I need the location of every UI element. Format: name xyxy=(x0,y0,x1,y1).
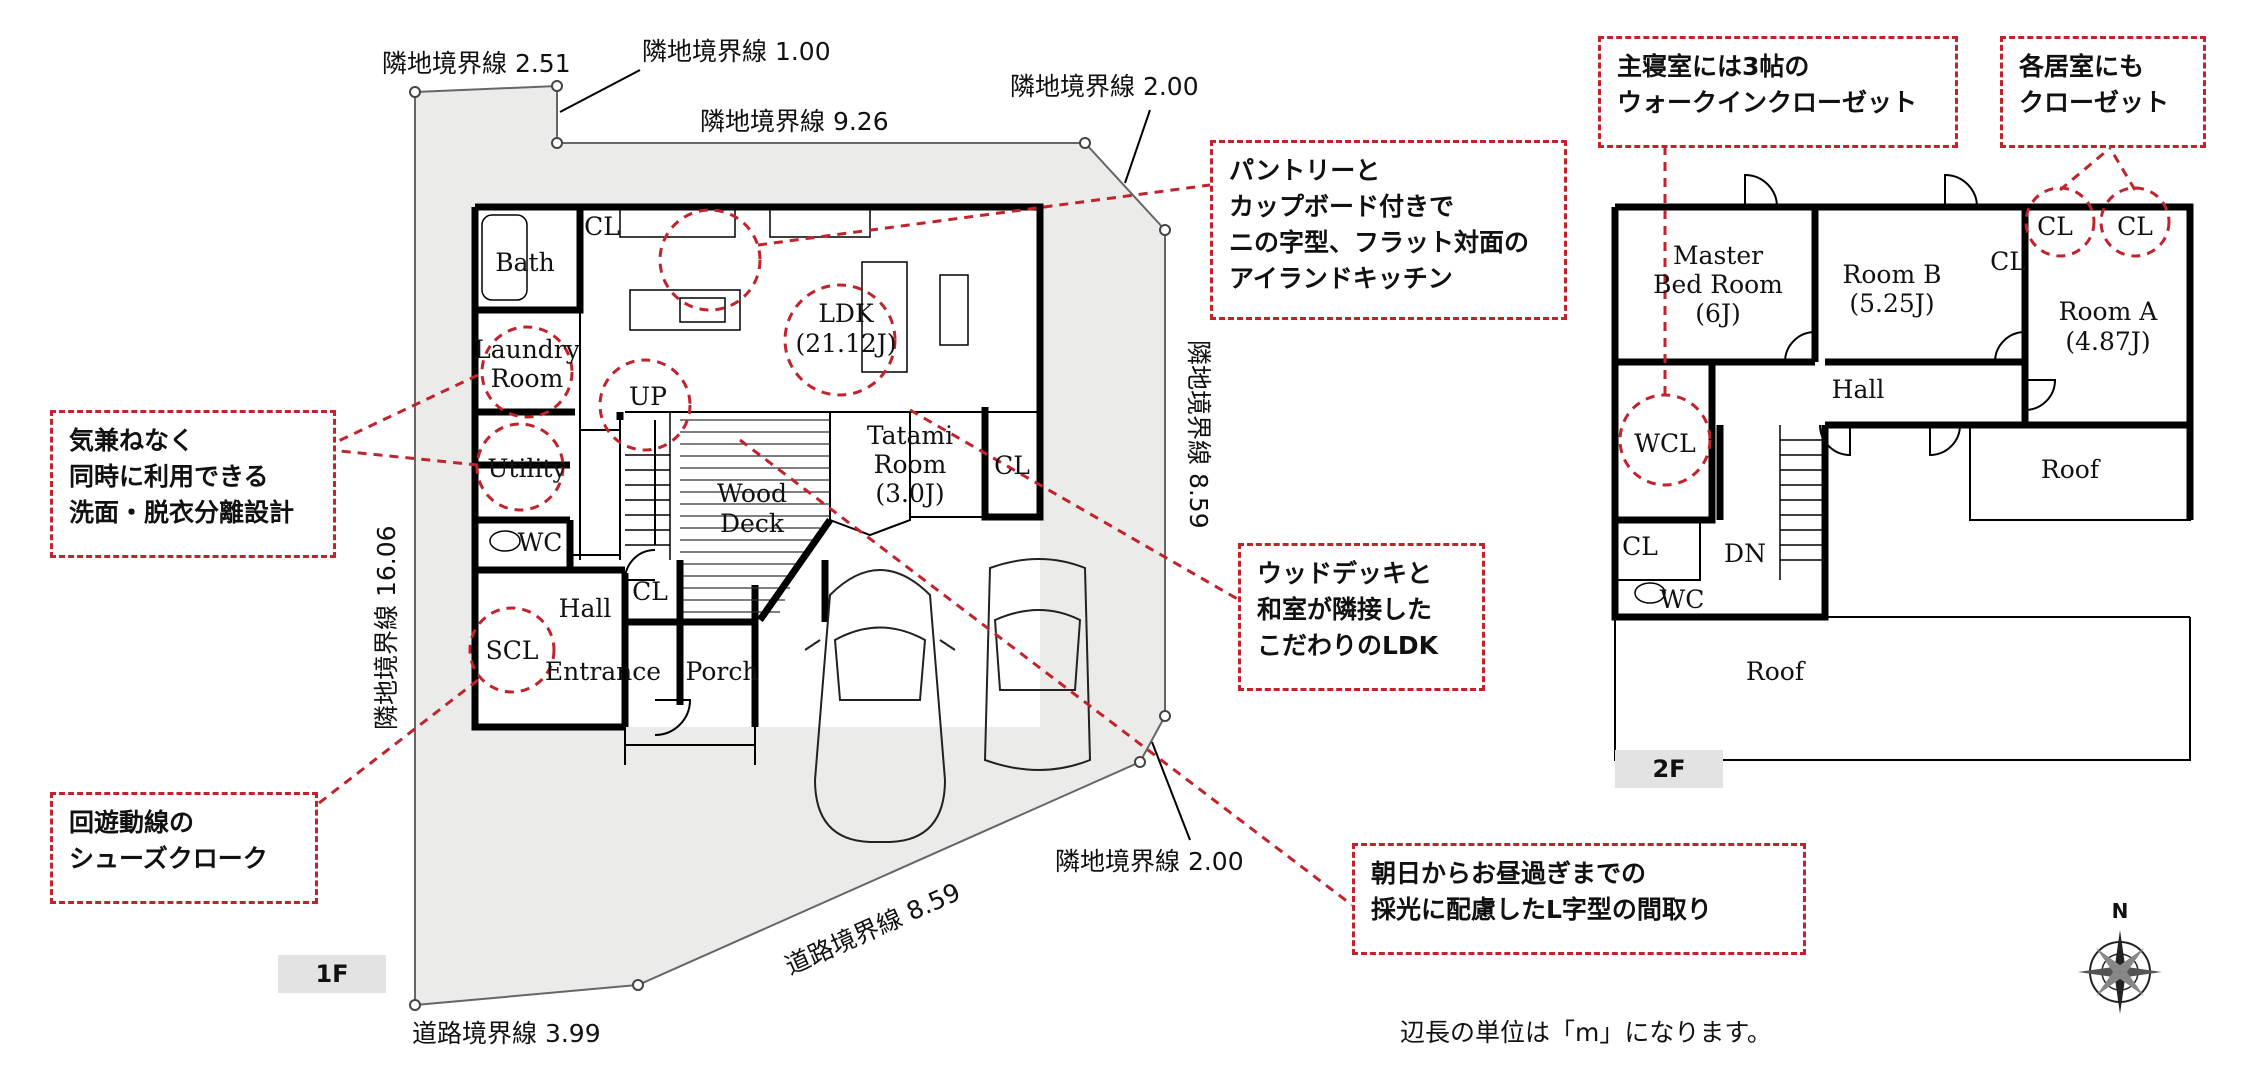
callout-l-shape-sunlight: 朝日からお昼過ぎまでの 採光に配慮したL字型の間取り xyxy=(1352,843,1806,955)
room-entrance: Entrance xyxy=(545,657,661,686)
room-wcl: WCL xyxy=(1634,429,1695,458)
callout-room-closets: 各居室にも クローゼット xyxy=(2000,36,2206,148)
callout-wash-room: 気兼ねなく 同時に利用できる 洗面・脱衣分離設計 xyxy=(50,410,336,558)
callout-master-wcl: 主寝室には3帖の ウォークインクローゼット xyxy=(1598,36,1958,148)
cl-room-a-2: CL xyxy=(2117,212,2153,241)
callout-leaders xyxy=(309,146,2137,907)
wood-deck-line1: Wood xyxy=(717,479,787,508)
room-ldk-line1: LDK xyxy=(818,299,875,328)
room-bath: Bath xyxy=(495,248,554,277)
room-master-line3: (6J) xyxy=(1695,299,1740,328)
boundary-label-100: 隣地境界線 1.00 xyxy=(642,37,831,66)
room-wc-1f: WC xyxy=(518,528,563,557)
compass-icon xyxy=(2078,930,2162,1014)
room-utility: Utility xyxy=(487,454,567,483)
room-hall-1f: Hall xyxy=(559,594,612,623)
boundary-label-200-top: 隣地境界線 2.00 xyxy=(1010,72,1199,101)
cl-room-b: CL xyxy=(1990,247,2026,276)
room-tatami-line2: Room xyxy=(874,450,947,479)
boundary-label-200-bottom: 隣地境界線 2.00 xyxy=(1055,847,1244,876)
room-a-line1: Room A xyxy=(2059,297,2159,326)
boundary-label-859-right: 隣地境界線 8.59 xyxy=(1184,340,1213,529)
wood-deck-line2: Deck xyxy=(720,509,785,538)
boundary-label-1606-left: 隣地境界線 16.06 xyxy=(372,525,401,730)
callout-shoe-closet: 回遊動線の シューズクローク xyxy=(50,792,318,904)
unit-note: 辺長の単位は「m」になります。 xyxy=(1400,1018,1772,1047)
road-boundary-label-399: 道路境界線 3.99 xyxy=(412,1019,601,1048)
room-a-line2: (4.87J) xyxy=(2065,327,2150,356)
boundary-label-926: 隣地境界線 9.26 xyxy=(700,107,889,136)
room-scl: SCL xyxy=(486,636,539,665)
room-b-line2: (5.25J) xyxy=(1849,289,1934,318)
room-tatami-line3: (3.0J) xyxy=(875,479,944,508)
room-master-line1: Master xyxy=(1673,241,1763,270)
car-small xyxy=(983,558,1092,771)
room-tatami-line1: Tatami xyxy=(867,421,953,450)
floor-tag-2f: 2F xyxy=(1615,750,1723,788)
callout-wooddeck-ldk: ウッドデッキと 和室が隣接した こだわりのLDK xyxy=(1238,543,1485,691)
compass-label: N xyxy=(2112,899,2129,923)
roof-bottom: Roof xyxy=(1746,657,1806,686)
room-laundry-line2: Room xyxy=(491,364,564,393)
roof-right: Roof xyxy=(2041,455,2101,484)
room-master-line2: Bed Room xyxy=(1653,270,1783,299)
stairs-up: UP xyxy=(629,382,667,411)
room-b-line1: Room B xyxy=(1843,260,1942,289)
cl-tatami: CL xyxy=(994,451,1030,480)
room-hall-2f: Hall xyxy=(1832,375,1885,404)
cl-room-a-1: CL xyxy=(2037,212,2073,241)
room-laundry-line1: Laundry xyxy=(474,335,581,364)
boundary-label-251: 隣地境界線 2.51 xyxy=(382,49,571,78)
cl-hall: CL xyxy=(632,577,668,606)
room-wc-2f: WC xyxy=(1660,585,1705,614)
cl-top: CL xyxy=(584,212,620,241)
cl-small-2f: CL xyxy=(1622,532,1658,561)
car-large xyxy=(804,569,956,843)
stairs-dn: DN xyxy=(1724,539,1766,568)
highlight-circles xyxy=(468,186,2171,694)
callout-pantry-kitchen: パントリーと カップボード付きで ニの字型、フラット対面の アイランドキッチン xyxy=(1210,140,1567,320)
room-porch: Porch xyxy=(686,657,759,686)
room-ldk-line2: (21.12J) xyxy=(795,329,896,358)
floor-tag-1f: 1F xyxy=(278,955,386,993)
